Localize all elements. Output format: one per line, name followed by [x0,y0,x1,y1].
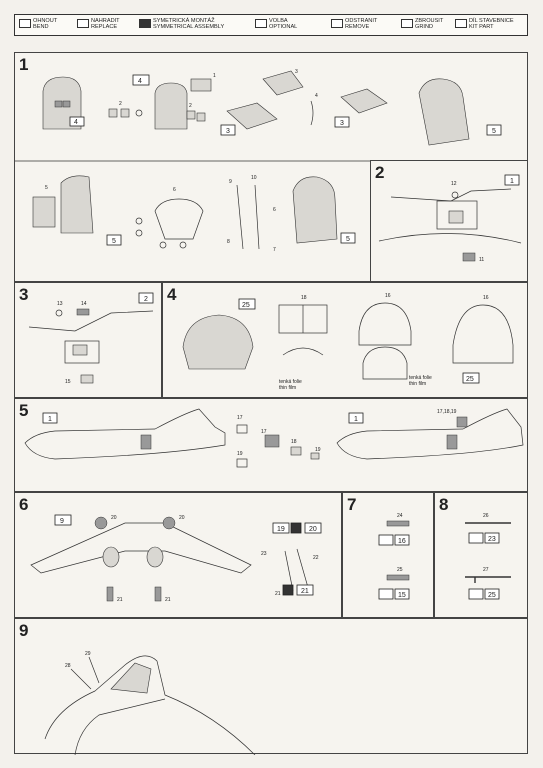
svg-text:tenká folie: tenká folie [409,375,432,381]
step-8-drawing: 26 23 27 25 [465,513,511,600]
kit-part-icon [455,19,467,28]
svg-text:1: 1 [213,73,216,79]
svg-text:1: 1 [510,178,514,185]
step-4-drawing: 25 18 tenká folie thin film 16 tenká fol… [182,293,514,391]
step-number: 8 [439,495,449,514]
svg-text:21: 21 [275,591,281,597]
svg-text:thin film: thin film [279,385,296,391]
svg-text:13: 13 [57,301,63,307]
svg-text:29: 29 [85,651,91,657]
svg-text:17: 17 [261,429,267,435]
symmetrical-icon [139,19,151,28]
svg-text:17,18,19: 17,18,19 [437,409,457,415]
step-number: 5 [19,401,29,420]
svg-text:19: 19 [237,451,243,457]
svg-text:11: 11 [479,257,484,263]
step-number: 7 [347,495,357,514]
svg-text:24: 24 [397,513,403,519]
svg-text:15: 15 [65,379,71,385]
svg-text:10: 10 [251,175,257,181]
step-9-panel: 9 28 29 [14,618,528,755]
svg-text:2: 2 [189,103,192,109]
step-7-drawing: 24 16 25 15 [378,513,410,600]
svg-text:16: 16 [385,293,391,299]
svg-text:4: 4 [74,119,78,126]
step-5-panel: 5 1 17 19 17 18 19 1 17,18,19 [14,398,528,492]
svg-text:25: 25 [397,567,403,573]
svg-text:4: 4 [315,93,318,99]
svg-text:21: 21 [165,597,171,603]
svg-text:3: 3 [295,69,298,75]
svg-text:18: 18 [291,439,297,445]
svg-text:9: 9 [229,179,232,185]
svg-text:3: 3 [226,128,230,135]
step-number: 6 [19,495,29,514]
svg-text:23: 23 [488,536,496,543]
step-7-panel: 7 24 16 25 15 [342,492,434,618]
svg-text:6: 6 [173,187,176,193]
svg-text:22: 22 [313,555,319,561]
step-6-panel: 6 9 20 20 21 21 19 20 23 22 21 21 [14,492,342,618]
step-number: 3 [19,285,29,304]
svg-text:thin film: thin film [409,381,426,387]
svg-text:17: 17 [237,415,243,421]
svg-text:20: 20 [179,515,185,521]
step-9-drawing: 28 29 [44,651,256,755]
svg-text:2: 2 [144,296,148,303]
svg-text:9: 9 [60,518,64,525]
grind-icon [401,19,413,28]
svg-text:2: 2 [119,101,122,107]
svg-text:16: 16 [398,538,406,545]
svg-text:16: 16 [483,295,489,301]
svg-text:8: 8 [227,239,230,245]
svg-text:20: 20 [309,526,317,533]
remove-icon [331,19,343,28]
svg-text:21: 21 [301,588,309,595]
svg-text:7: 7 [273,247,276,253]
step-4-panel: 4 25 18 tenká folie thin film 16 tenká f… [162,282,528,398]
svg-text:5: 5 [492,128,496,135]
svg-text:18: 18 [301,295,307,301]
step-number: 2 [375,163,385,182]
step-number: 9 [19,621,29,640]
svg-text:12: 12 [451,181,457,187]
svg-text:15: 15 [398,592,406,599]
replace-icon [77,19,89,28]
svg-text:4: 4 [138,78,142,85]
step-5-drawing: 1 17 19 17 18 19 1 17,18,19 [24,408,524,468]
svg-text:25: 25 [488,592,496,599]
step-3-panel: 3 13 14 2 15 [14,282,162,398]
step-3-drawing: 13 14 2 15 [28,292,154,385]
svg-text:26: 26 [483,513,489,519]
step-number: 4 [167,285,177,304]
svg-text:6: 6 [273,207,276,213]
svg-text:3: 3 [340,120,344,127]
svg-text:28: 28 [65,663,71,669]
svg-text:19: 19 [315,447,321,453]
step-8-panel: 8 26 23 27 25 [434,492,528,618]
svg-text:tenká folie: tenká folie [279,379,302,385]
svg-text:1: 1 [354,416,358,423]
svg-text:5: 5 [45,185,48,191]
svg-text:14: 14 [81,301,87,307]
svg-text:21: 21 [117,597,123,603]
step-2-panel: 2 12 1 11 [370,160,528,282]
svg-text:20: 20 [111,515,117,521]
step-2-drawing: 12 1 11 [378,174,522,263]
svg-text:25: 25 [242,302,250,309]
step-1-drawing: 4 2 4 1 2 3 3 4 3 5 5 [15,69,502,253]
svg-text:27: 27 [483,567,489,573]
step-number: 1 [19,55,29,74]
svg-text:5: 5 [112,238,116,245]
svg-text:25: 25 [466,376,474,383]
svg-text:1: 1 [48,416,52,423]
svg-text:19: 19 [277,526,285,533]
svg-text:23: 23 [261,551,267,557]
bend-icon [19,19,31,28]
svg-text:5: 5 [346,236,350,243]
step-6-drawing: 9 20 20 21 21 19 20 23 22 21 21 [30,514,322,603]
optional-icon [255,19,267,28]
